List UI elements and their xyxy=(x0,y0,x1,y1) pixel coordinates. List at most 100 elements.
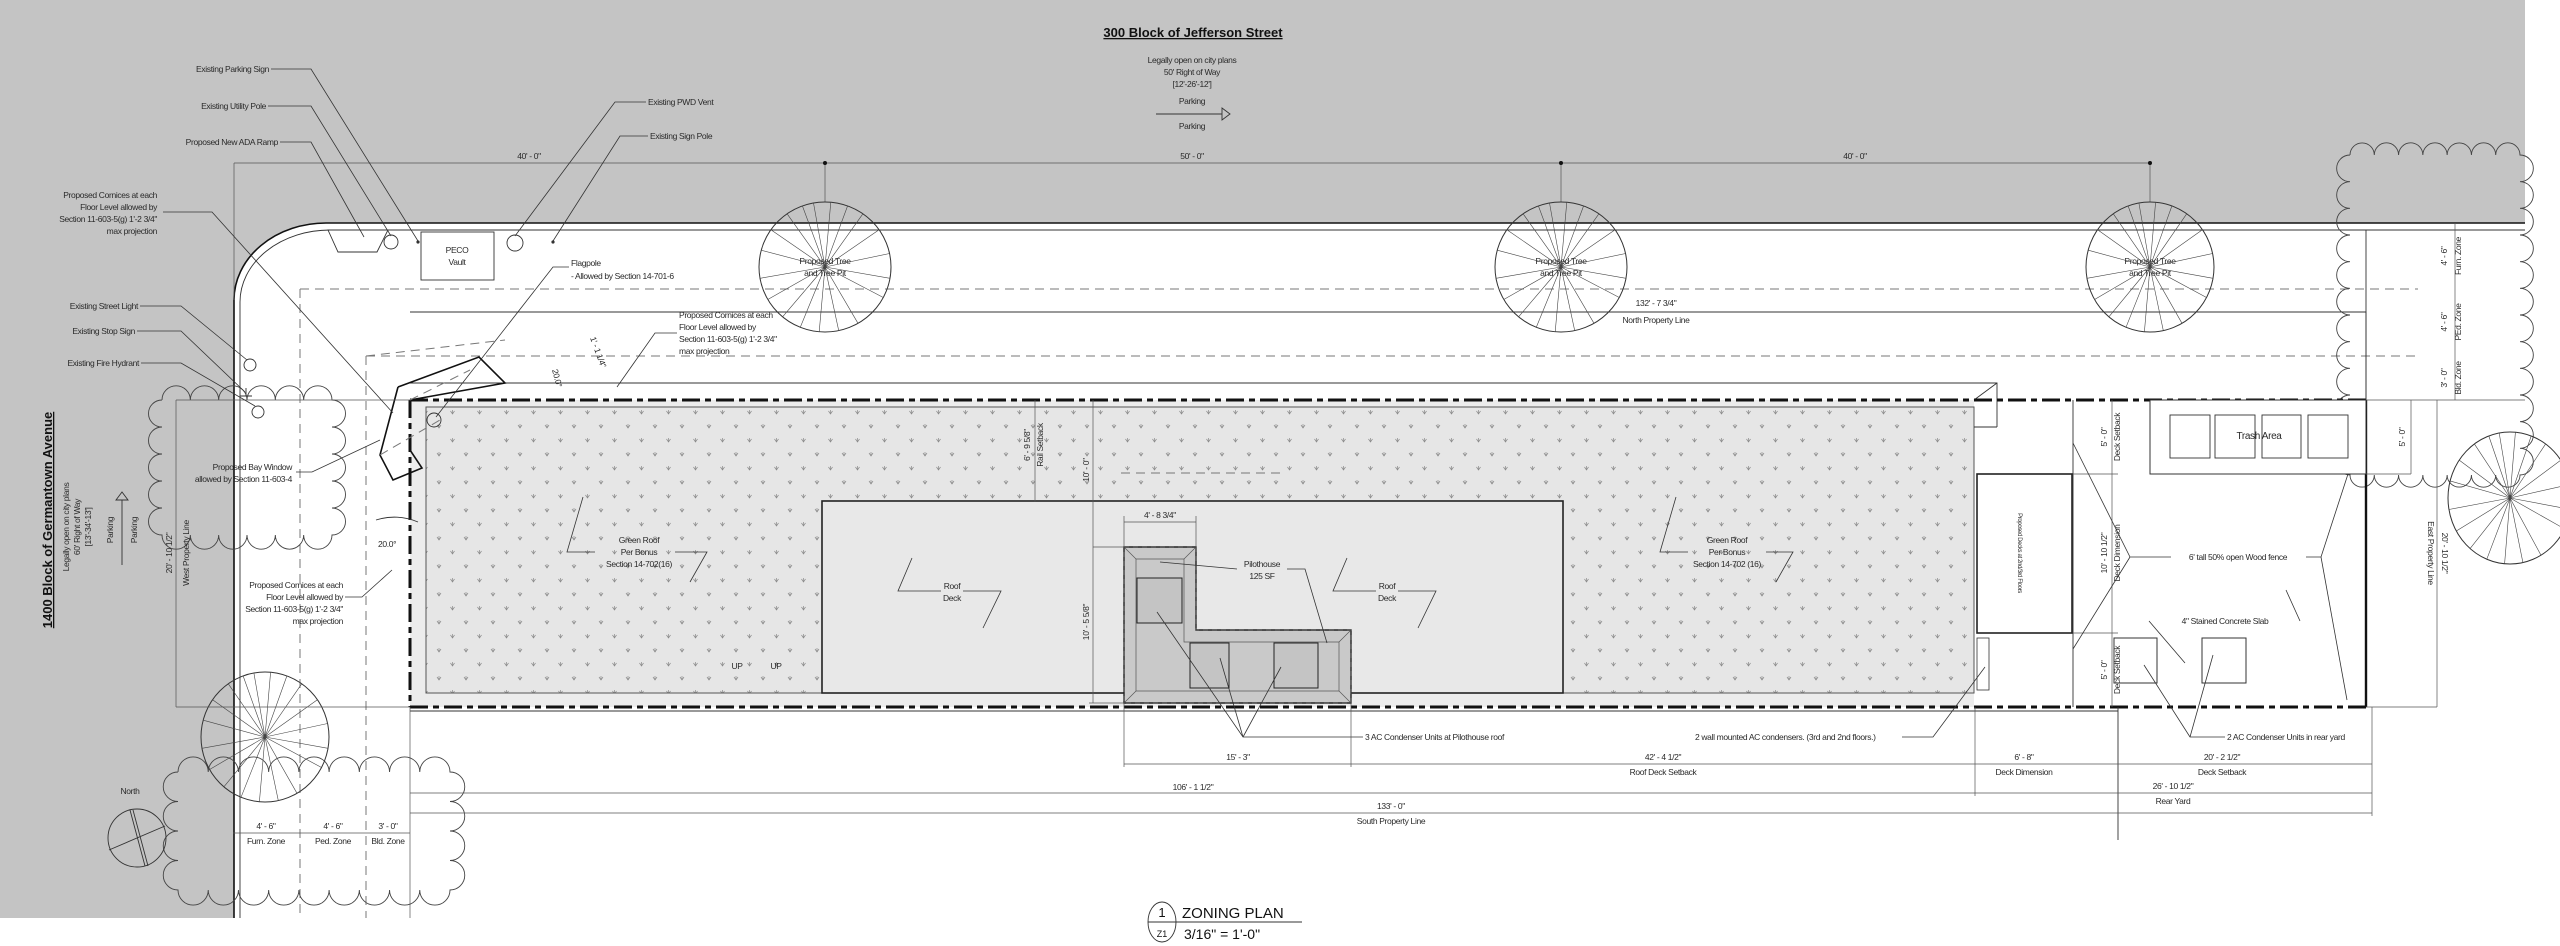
north-arrow-icon xyxy=(107,808,167,868)
green-roof-label: Per Bonus xyxy=(1709,547,1746,557)
south-property-label: South Property Line xyxy=(1357,816,1426,826)
callout-cornices-w: Proposed Cornices at each Floor Level al… xyxy=(245,580,344,626)
dimension-text: 40' - 0" xyxy=(517,151,541,161)
callout-text: Proposed Cornices at each xyxy=(249,580,343,590)
curb-line xyxy=(233,222,2525,918)
roof-deck-setback-label: Roof Deck Setback xyxy=(1630,767,1698,777)
trash-offset-dimension xyxy=(2366,400,2412,475)
callout-text: Section 11-603-5(g) 1'-2 3/4" xyxy=(245,604,343,614)
callout-text: max projection xyxy=(107,226,158,236)
zone-value: 4' - 6" xyxy=(323,821,343,831)
callout-ac-yard: 2 AC Condenser Units in rear yard xyxy=(2227,732,2346,742)
trash-area xyxy=(2149,399,2367,475)
callout-ac-pilothouse: 3 AC Condenser Units at Pilothouse roof xyxy=(1365,732,1505,742)
pilothouse-depth-dimension xyxy=(1089,547,1124,704)
rail-setback-dimension xyxy=(1034,400,1124,548)
callout-flagpole: Flagpole xyxy=(571,258,601,268)
stair-up-label: UP xyxy=(731,661,743,671)
green-roof-label: Section 14-702(16) xyxy=(606,559,673,569)
callout-fence: 6' tall 50% open Wood fence xyxy=(2189,552,2288,562)
green-roof-leader xyxy=(1659,496,1794,583)
callout-text: Proposed Cornices at each xyxy=(63,190,157,200)
tree-branches xyxy=(759,202,891,332)
zone-value: 4' - 6" xyxy=(2439,246,2449,266)
pilothouse-leader xyxy=(1159,561,1328,644)
green-roof-label: Green Roof xyxy=(1707,535,1748,545)
tree-label: and Tree Pit xyxy=(1540,268,1583,278)
green-roof-label: Per Bonus xyxy=(621,547,658,557)
ada-ramp xyxy=(327,229,389,253)
bottom-dimension-lines xyxy=(410,703,2373,816)
south-property-value: 133' - 0" xyxy=(1377,801,1405,811)
north-row-line: Legally open on city plans xyxy=(1148,55,1237,65)
ac-yard-leader xyxy=(2143,654,2225,738)
title-block: 1 Z1 ZONING PLAN 3/16" = 1'-0" xyxy=(1147,901,1302,943)
proposed-decks-label: Proposed Decks at 2nd/3rd Floors xyxy=(2016,513,2022,593)
zone-value: 3' - 0" xyxy=(378,821,398,831)
west-property-value: 20' - 10 1/2" xyxy=(164,532,174,573)
tree-branches xyxy=(2448,432,2560,564)
tree-label: and Tree Pit xyxy=(2129,268,2172,278)
cornice-projection-dimension: 1' - 1 1/4" xyxy=(588,335,608,369)
west-property-label: West Property Line xyxy=(181,519,191,585)
green-roof-label: Green Roof xyxy=(619,535,660,545)
green-roof-leader xyxy=(566,496,708,583)
roof-deck-label: Deck xyxy=(943,593,962,603)
zone-value: 4' - 6" xyxy=(2439,312,2449,332)
building-length-value: 106' - 1 1/2" xyxy=(1173,782,1214,792)
roof-deck-label: Deck xyxy=(1378,593,1397,603)
peco-vault xyxy=(420,231,495,281)
callout-pwd-vent: Existing PWD Vent xyxy=(648,97,714,107)
roof-deck-leader xyxy=(897,557,1002,629)
shrub-cloud xyxy=(162,756,466,906)
callout-stop-sign: Existing Stop Sign xyxy=(72,326,135,336)
callout-fire-hydrant: Existing Fire Hydrant xyxy=(67,358,140,368)
tree: Proposed Tree and Tree Pit xyxy=(1494,201,1628,333)
tree-branches xyxy=(1495,202,1627,332)
callout-street-light: Existing Street Light xyxy=(70,301,139,311)
pilothouse-width-value: 4' - 8 3/4" xyxy=(1144,510,1176,520)
tree-branches xyxy=(201,672,329,802)
rear-yard-value: 26' - 10 1/2" xyxy=(2153,781,2194,791)
callout-text: Floor Level allowed by xyxy=(80,202,158,212)
trash-bin xyxy=(2214,414,2256,459)
west-zone-dimension xyxy=(233,707,411,918)
deck-dimension-value: 6' - 8" xyxy=(2014,752,2034,762)
west-parking-label: Parking xyxy=(129,516,139,543)
north-row-line: [12'-26'-12'] xyxy=(1172,79,1211,89)
callout-text: max projection xyxy=(679,346,730,356)
angle-label: 20.0° xyxy=(550,368,564,388)
deck-setback-label: Deck Setback xyxy=(2112,412,2122,461)
deck-dimension-label: Deck Dimension xyxy=(2112,524,2122,582)
east-property-dimension xyxy=(2366,399,2525,708)
callout-utility-pole: Existing Utility Pole xyxy=(201,101,267,111)
roof-corner-chamfer xyxy=(1973,382,1998,428)
pilothouse-depth-value: 10' - 5 5/8" xyxy=(1081,603,1091,640)
fire-hydrant-icon xyxy=(251,405,265,419)
trash-area-label: Trash Area xyxy=(2236,431,2282,442)
callout-leader xyxy=(137,68,677,598)
west-row-line: Legally open on city plans xyxy=(61,483,71,572)
zone-label: Furn. Zone xyxy=(247,836,286,846)
proposed-decks xyxy=(1976,473,2073,634)
tree-label: and Tree Pit xyxy=(804,268,847,278)
green-roof-label: Section 14-702 (16) xyxy=(1693,559,1762,569)
deck-dimension-label: Deck Dimension xyxy=(1996,767,2054,777)
callout-cornices-n: Proposed Cornices at each Floor Level al… xyxy=(679,310,777,356)
flagpole-icon xyxy=(426,412,442,428)
stair-up-label: UP xyxy=(770,661,782,671)
street-trees: Proposed Tree and Tree Pit Proposed Tree an… xyxy=(200,201,2560,803)
ac-condenser-unit xyxy=(1189,642,1230,689)
north-label: North xyxy=(120,786,140,796)
callout-text: max projection xyxy=(293,616,344,626)
zone-value: 4' - 6" xyxy=(256,821,276,831)
deck-setback-label: Deck Setback xyxy=(2198,767,2247,777)
tree-label: Proposed Tree xyxy=(1535,256,1587,266)
zone-label: Bld. Zone xyxy=(2453,361,2463,395)
wall-ac-condenser xyxy=(1976,637,1990,691)
tree-label: Proposed Tree xyxy=(799,256,851,266)
tree xyxy=(200,671,330,803)
north-property-label: North Property Line xyxy=(1622,315,1690,325)
arrow-right-icon xyxy=(1156,107,1231,121)
dimension-text: 40' - 0" xyxy=(1843,151,1867,161)
